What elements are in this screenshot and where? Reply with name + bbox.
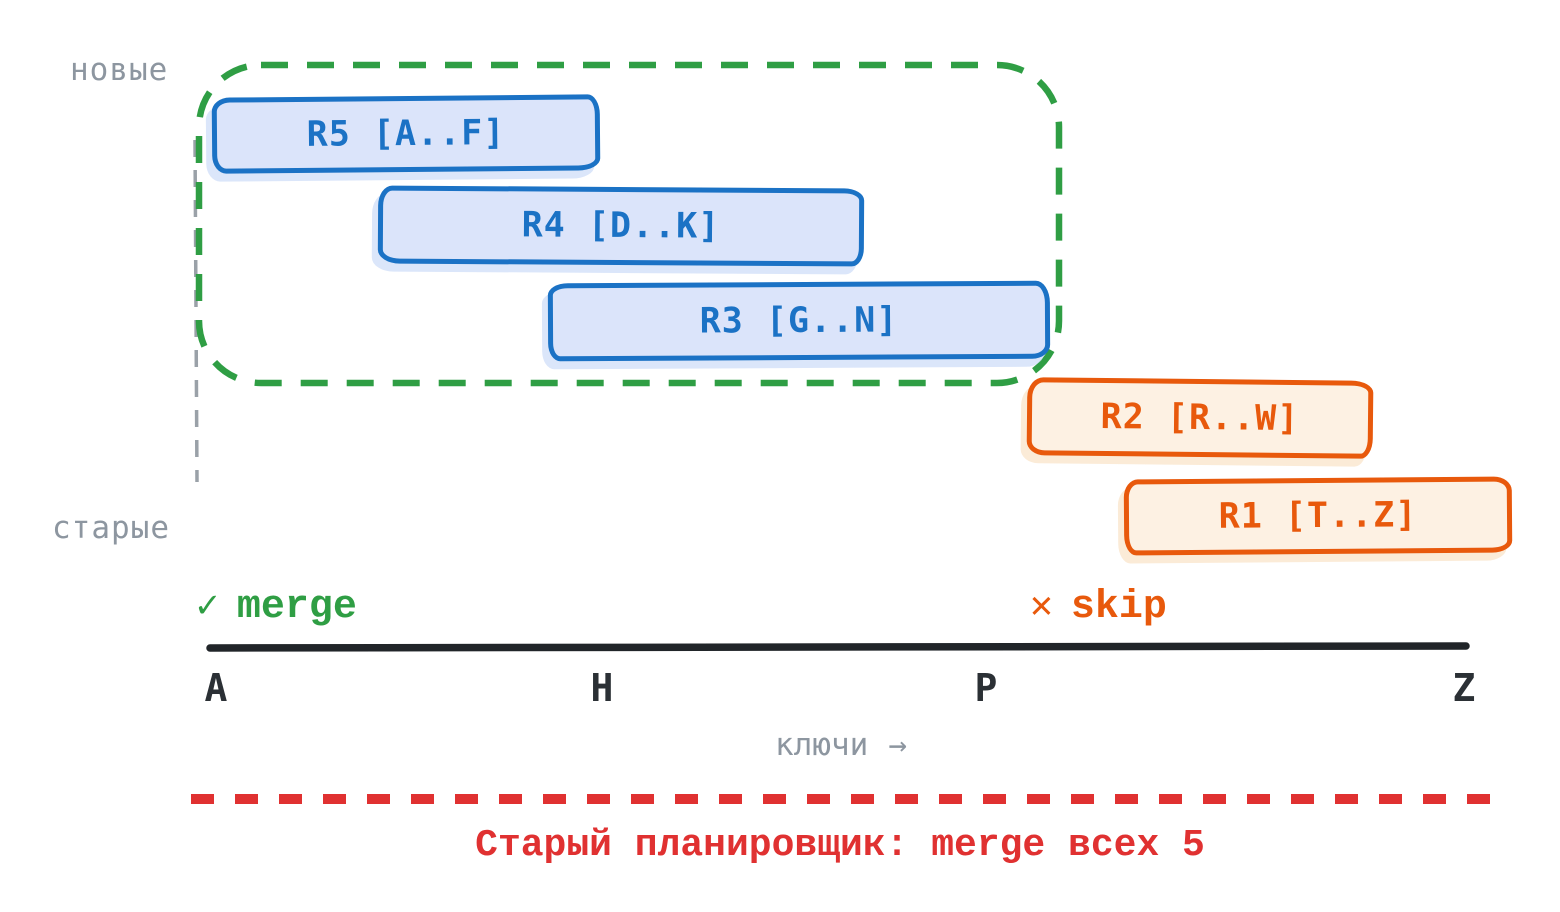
check-icon: ✓ bbox=[196, 582, 219, 626]
axis-tick-z: Z bbox=[1452, 666, 1476, 710]
range-box-r1: R1 [T..Z] bbox=[1123, 476, 1513, 556]
range-box-r3: R3 [G..N] bbox=[547, 280, 1051, 362]
range-box-r5: R5 [A..F] bbox=[211, 94, 601, 174]
skip-label: skip bbox=[1070, 585, 1167, 630]
x-icon: ✕ bbox=[1030, 582, 1053, 626]
merge-annotation: ✓ merge bbox=[196, 582, 357, 630]
range-box-r2: R2 [R..W] bbox=[1026, 377, 1374, 459]
range-label-r3: R3 [G..N] bbox=[699, 300, 899, 342]
old-scheduler-caption: Старый планировщик: merge всех 5 bbox=[475, 824, 1205, 867]
range-box-r4: R4 [D..K] bbox=[377, 185, 865, 267]
range-label-r1: R1 [T..Z] bbox=[1218, 495, 1418, 537]
arrow-right-icon: → bbox=[888, 727, 907, 763]
range-label-r5: R5 [A..F] bbox=[306, 113, 506, 155]
new-group-label: новые bbox=[70, 52, 169, 88]
axis-caption-text: ключи bbox=[775, 727, 869, 763]
key-axis-line bbox=[206, 642, 1470, 652]
axis-caption: ключи → bbox=[775, 727, 907, 763]
skip-annotation: ✕ skip bbox=[1030, 582, 1167, 630]
axis-tick-a: A bbox=[204, 666, 228, 710]
range-label-r2: R2 [R..W] bbox=[1100, 396, 1300, 440]
old-group-label: старые bbox=[52, 510, 170, 546]
vertical-guide-dashed-line bbox=[193, 139, 199, 483]
range-label-r4: R4 [D..K] bbox=[521, 205, 721, 247]
merge-label: merge bbox=[236, 585, 357, 630]
axis-tick-p: P bbox=[974, 666, 998, 710]
axis-tick-h: H bbox=[590, 666, 614, 710]
